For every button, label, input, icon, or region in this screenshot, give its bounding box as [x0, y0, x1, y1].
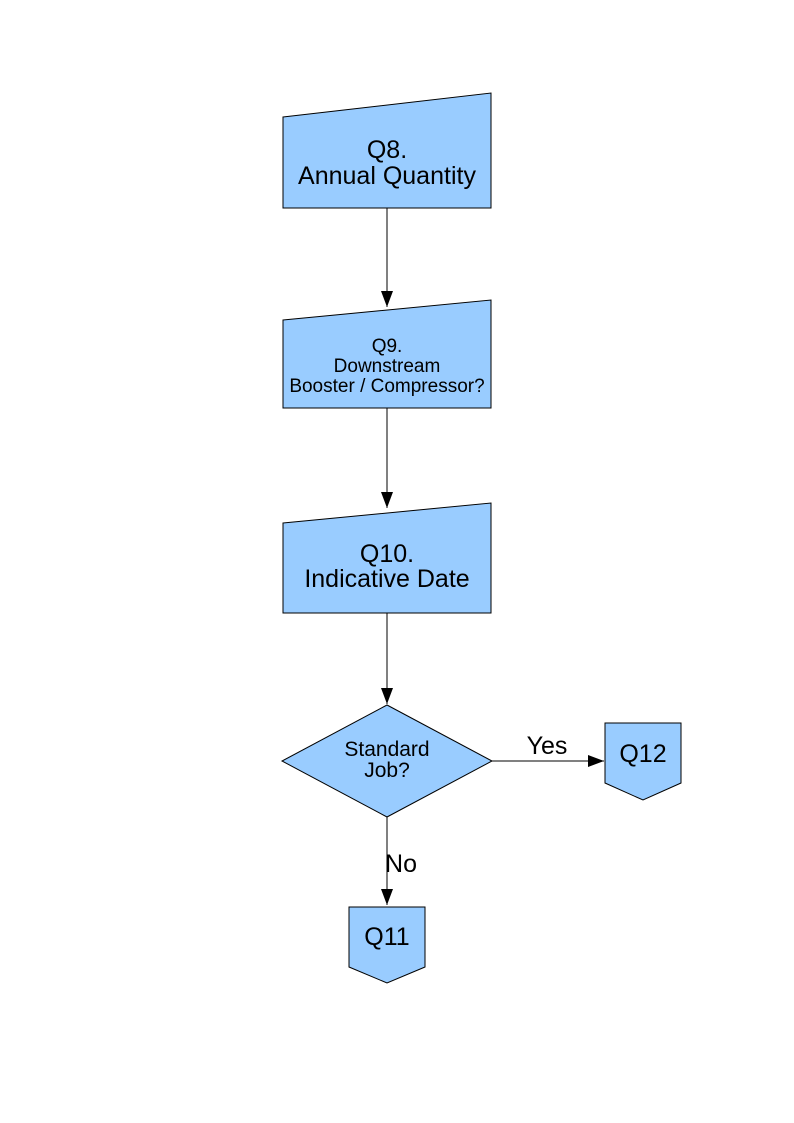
decision-diamond-shape: [280, 704, 494, 818]
decision-line1: Standard: [344, 738, 429, 761]
node-q12-shape: [604, 722, 682, 801]
node-q10: Q10. Indicative Date: [282, 502, 492, 614]
node-q11-shape: [348, 906, 426, 984]
connectors: Yes No: [381, 208, 604, 905]
node-q8-line1: Q8.: [367, 136, 407, 164]
node-q9-line1: Q9.: [372, 336, 403, 357]
edge-label-no: No: [385, 850, 417, 878]
node-q8-shape: [282, 92, 492, 209]
node-q11: Q11: [348, 906, 426, 984]
node-q11-label: Q11: [364, 923, 409, 951]
node-q9-shape: [282, 299, 492, 409]
node-q8: Q8. Annual Quantity: [282, 92, 492, 209]
node-q12-label: Q12: [619, 740, 666, 768]
node-q12: Q12: [604, 722, 682, 801]
node-q9-line2: Downstream: [334, 356, 441, 377]
decision-line2: Job?: [364, 759, 410, 782]
node-q10-line1: Q10.: [360, 540, 414, 568]
node-standard-job-decision: Standard Job?: [280, 704, 494, 818]
node-q9-line3: Booster / Compressor?: [289, 376, 484, 397]
node-q9: Q9. Downstream Booster / Compressor?: [282, 299, 492, 409]
node-q10-shape: [282, 502, 492, 614]
node-q8-line2: Annual Quantity: [298, 162, 476, 190]
node-q10-line2: Indicative Date: [304, 565, 469, 593]
edge-label-yes: Yes: [527, 732, 568, 760]
